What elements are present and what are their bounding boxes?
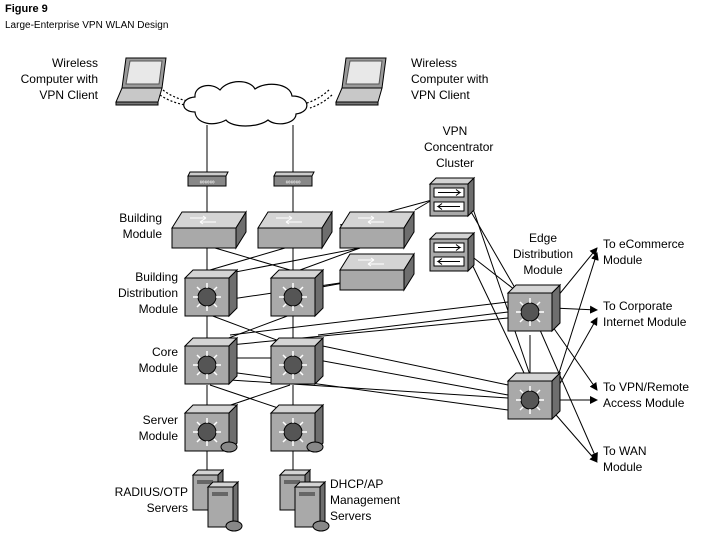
label-server-module: Server Module (138, 413, 178, 443)
workgroup-switch-icon (171, 210, 247, 250)
multilayer-switch-icon (183, 403, 239, 453)
label-to-corporate: To Corporate Internet Module (603, 299, 687, 329)
multilayer-switch-icon (506, 371, 562, 421)
access-point-icon: ∞∞∞ (187, 171, 229, 187)
label-to-ecommerce: To eCommerce Module (603, 237, 685, 267)
laptop-icon (115, 57, 167, 106)
server-icon (293, 480, 330, 532)
svg-text:∞∞∞: ∞∞∞ (200, 179, 215, 186)
label-radius-servers: RADIUS/OTP Servers (114, 485, 188, 515)
edge-arrows (539, 247, 599, 463)
label-to-vpn-remote: To VPN/Remote Access Module (603, 380, 690, 410)
label-edge-distribution: Edge Distribution Module (512, 231, 574, 277)
vpn-concentrator-icon (428, 231, 476, 273)
wireless-cloud-icon (183, 81, 308, 127)
laptop-icon (335, 57, 387, 106)
vpn-concentrator-icon (428, 176, 476, 218)
figure-caption: Large-Enterprise VPN WLAN Design (5, 20, 169, 31)
label-core-module: Core Module (138, 345, 178, 375)
access-point-icon: ∞∞∞ (273, 171, 315, 187)
workgroup-switch-icon (257, 210, 333, 250)
label-dhcp-servers: DHCP/AP Management Servers (330, 477, 401, 523)
multilayer-switch-icon (506, 283, 562, 333)
multilayer-switch-icon (269, 403, 325, 453)
multilayer-switch-icon (269, 268, 325, 318)
workgroup-switch-icon (339, 210, 415, 250)
workgroup-switch-icon (339, 252, 415, 292)
multilayer-switch-icon (269, 336, 325, 386)
label-to-wan: To WAN Module (603, 444, 647, 474)
figure-number: Figure 9 (5, 3, 48, 15)
label-wireless-right: Wireless Computer with VPN Client (411, 56, 489, 102)
label-wireless-left: Wireless Computer with VPN Client (20, 56, 98, 102)
svg-text:∞∞∞: ∞∞∞ (286, 179, 301, 186)
connection-lines (206, 125, 531, 472)
label-building-distribution: Building Distribution Module (117, 270, 178, 316)
multilayer-switch-icon (183, 336, 239, 386)
server-icon (206, 480, 243, 532)
label-building-module: Building Module (119, 211, 162, 241)
multilayer-switch-icon (183, 268, 239, 318)
label-vpn-cluster: VPN Concentrator Cluster (424, 124, 494, 170)
